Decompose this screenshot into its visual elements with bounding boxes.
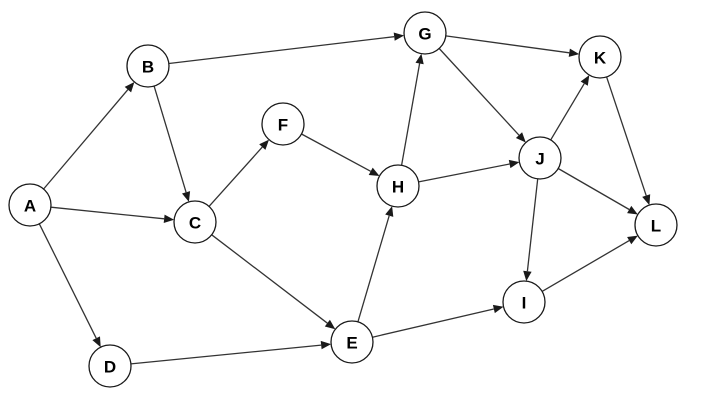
arrowhead: [324, 319, 336, 330]
node-label: H: [392, 178, 404, 197]
edge-line: [557, 167, 630, 211]
node-circle: [88, 344, 132, 388]
edge-line: [208, 146, 263, 207]
node-circle: [578, 35, 622, 79]
edge-j-k: [550, 75, 590, 141]
edge-line: [38, 223, 97, 339]
arrowhead: [627, 235, 638, 245]
node-label: G: [418, 25, 431, 44]
node-label: D: [104, 358, 116, 377]
node-label: J: [535, 150, 544, 169]
arrowhead: [508, 159, 520, 169]
node-label: E: [346, 334, 357, 353]
edge-line: [211, 234, 328, 324]
edge-line: [400, 63, 421, 166]
edge-i-l: [541, 235, 638, 292]
edge-d-e: [130, 340, 332, 365]
edge-k-l: [605, 76, 651, 206]
node-h: H: [376, 164, 420, 208]
edge-line: [50, 206, 165, 220]
arrowhead: [259, 139, 269, 150]
node-l: L: [634, 203, 678, 247]
arrowhead: [642, 194, 651, 206]
node-circle: [634, 203, 678, 247]
node-i: I: [502, 280, 546, 324]
edge-e-i: [372, 304, 504, 338]
edge-line: [445, 35, 570, 54]
edge-e-h: [357, 206, 394, 323]
edge-line: [438, 48, 520, 136]
node-circle: [330, 320, 374, 364]
node-d: D: [88, 344, 132, 388]
arrowhead: [627, 205, 638, 215]
edge-line: [541, 240, 630, 292]
node-k: K: [578, 35, 622, 79]
arrowhead: [368, 167, 380, 176]
node-a: A: [8, 183, 52, 227]
node-circle: [502, 280, 546, 324]
node-f: F: [261, 102, 305, 146]
edge-a-c: [50, 206, 175, 223]
edge-a-b: [43, 82, 135, 190]
node-circle: [518, 136, 562, 180]
node-circle: [173, 200, 217, 244]
arrowhead: [415, 53, 424, 65]
node-circle: [261, 102, 305, 146]
edge-line: [372, 308, 494, 338]
arrowhead: [580, 75, 590, 86]
edge-line: [526, 178, 539, 272]
node-circle: [376, 164, 420, 208]
arrowhead: [385, 206, 394, 217]
edge-f-h: [301, 133, 380, 176]
arrowhead: [124, 82, 135, 93]
edge-j-l: [557, 167, 638, 215]
node-e: E: [330, 320, 374, 364]
node-label: C: [189, 214, 201, 233]
node-label: I: [522, 294, 527, 313]
edges-layer: [38, 32, 651, 365]
nodes-layer: A B C D E F G H I J K L: [8, 11, 678, 388]
edge-g-j: [438, 48, 526, 143]
edge-c-e: [211, 234, 336, 330]
edge-b-g: [168, 32, 405, 65]
arrowhead: [163, 214, 175, 223]
node-circle: [403, 11, 447, 55]
arrowhead: [182, 191, 191, 202]
edge-b-c: [153, 85, 191, 202]
edge-line: [43, 89, 129, 190]
arrowhead: [393, 32, 405, 41]
edge-j-i: [523, 178, 539, 282]
arrowhead: [92, 336, 101, 348]
node-circle: [126, 44, 170, 88]
edge-c-f: [208, 139, 269, 207]
arrowhead: [568, 48, 580, 57]
arrowhead: [515, 132, 526, 143]
edge-line: [418, 163, 510, 183]
node-label: F: [278, 116, 288, 135]
node-label: A: [24, 197, 36, 216]
arrowhead: [523, 270, 532, 282]
edge-line: [550, 83, 585, 141]
edge-line: [130, 344, 322, 365]
node-label: K: [594, 49, 607, 68]
edge-g-k: [445, 35, 580, 57]
edge-h-j: [418, 159, 520, 183]
edge-line: [357, 215, 390, 323]
node-g: G: [403, 11, 447, 55]
node-b: B: [126, 44, 170, 88]
node-label: B: [142, 58, 154, 77]
edge-line: [605, 76, 647, 196]
node-circle: [8, 183, 52, 227]
node-j: J: [518, 136, 562, 180]
arrowhead: [320, 340, 332, 350]
edge-line: [301, 133, 372, 172]
edge-line: [168, 36, 395, 65]
arrowhead: [492, 304, 504, 314]
node-label: L: [651, 217, 661, 236]
edge-line: [153, 85, 187, 193]
edge-h-g: [400, 53, 424, 166]
node-c: C: [173, 200, 217, 244]
edge-a-d: [38, 223, 101, 348]
